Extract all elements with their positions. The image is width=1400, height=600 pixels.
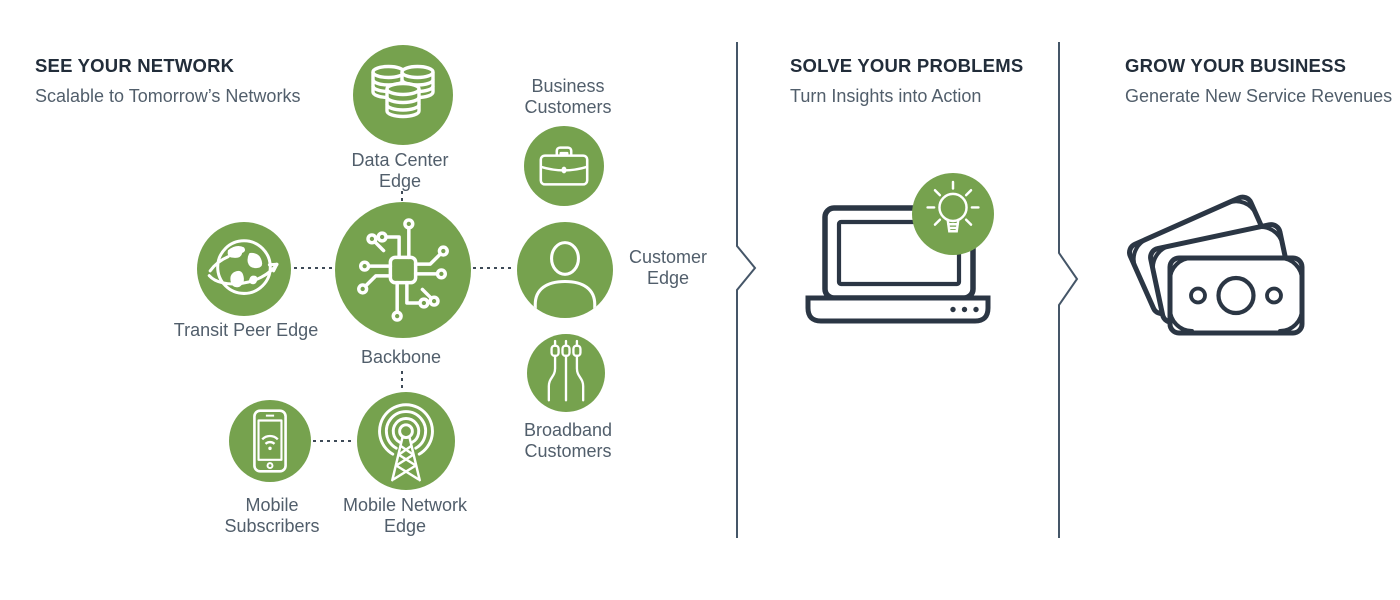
section-title-see-your-network: SEE YOUR NETWORK — [35, 55, 235, 76]
node-label-transit-peer-edge: Transit Peer Edge — [173, 320, 319, 340]
node-broadband-customers — [527, 334, 605, 412]
divider-chevron-2 — [1058, 42, 1079, 538]
node-customer-edge — [517, 222, 613, 318]
connector-mobilesub-mobilenetwork — [313, 440, 355, 442]
node-label-customer-edge: Customer Edge — [628, 247, 708, 288]
smartphone-icon — [253, 409, 287, 473]
node-label-data-center-edge: Data Center Edge — [351, 150, 449, 191]
node-mobile-network-edge — [357, 392, 455, 490]
divider-chevron-1 — [736, 42, 757, 538]
node-business-customers — [524, 126, 604, 206]
node-label-backbone: Backbone — [360, 347, 442, 367]
section-subtitle-solve-your-problems: Turn Insights into Action — [790, 86, 982, 106]
connector-transit-backbone — [294, 267, 334, 269]
node-backbone — [335, 202, 471, 338]
person-icon — [533, 241, 597, 314]
briefcase-icon — [539, 146, 589, 186]
cables-icon — [547, 339, 585, 402]
node-label-broadband-customers: Broadband Customers — [523, 420, 613, 461]
insight-badge — [912, 173, 994, 255]
node-transit-peer-edge — [197, 222, 291, 316]
globe-icon — [207, 239, 279, 295]
node-data-center-edge — [353, 45, 453, 145]
circuit-chip-icon — [357, 218, 449, 322]
banknotes-icon — [1127, 194, 1305, 336]
section-title-solve-your-problems: SOLVE YOUR PROBLEMS — [790, 55, 1024, 76]
node-label-mobile-network-edge: Mobile Network Edge — [342, 495, 468, 536]
section-title-grow-your-business: GROW YOUR BUSINESS — [1125, 55, 1347, 76]
node-label-mobile-subscribers: Mobile Subscribers — [224, 495, 320, 536]
database-icon — [371, 64, 435, 119]
section-subtitle-grow-your-business: Generate New Service Revenues — [1125, 86, 1393, 106]
node-label-business-customers: Business Customers — [524, 76, 612, 117]
lightbulb-icon — [926, 180, 980, 233]
connector-datacenter-backbone — [401, 191, 403, 202]
connector-backbone-customer — [473, 267, 515, 269]
radio-tower-icon — [378, 403, 434, 482]
section-subtitle-see-your-network: Scalable to Tomorrow’s Networks — [35, 86, 301, 106]
connector-backbone-mobilenetwork — [401, 371, 403, 391]
node-mobile-subscribers — [229, 400, 311, 482]
